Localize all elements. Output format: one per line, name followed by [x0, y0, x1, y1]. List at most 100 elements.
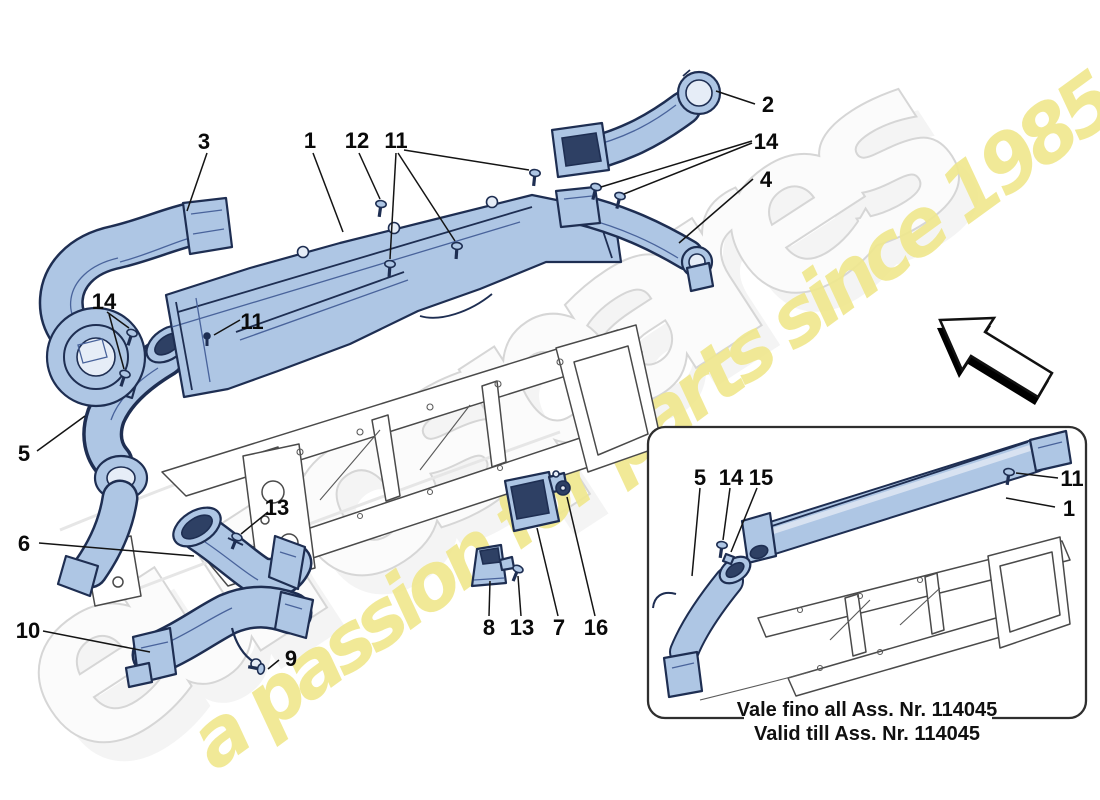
callout-10: 10 — [16, 618, 40, 643]
inset-leader-lines — [691, 472, 1059, 577]
callout-16: 16 — [584, 615, 608, 640]
grommet-16 — [555, 480, 571, 496]
duct-10-footwell — [124, 585, 315, 689]
frame-pillar-window — [573, 345, 649, 456]
callout-11: 11 — [1060, 466, 1083, 491]
callout-5: 5 — [694, 465, 706, 490]
leader-3 — [186, 152, 208, 212]
callout-13: 13 — [510, 615, 534, 640]
leader-8 — [488, 580, 491, 617]
callout-5: 5 — [18, 441, 30, 466]
frame-bolt — [494, 380, 502, 388]
leader-lines — [36, 90, 756, 670]
caption-background — [744, 700, 992, 746]
detail-inset: 5 14 15 11 1 Vale fino all Ass. Nr. 1140… — [646, 425, 1088, 746]
screw-11 — [526, 167, 543, 189]
leader-1 — [1005, 497, 1056, 508]
leader-1 — [312, 152, 344, 233]
frame-crossmember — [481, 380, 507, 468]
callout-6: 6 — [18, 531, 30, 556]
leader-2 — [715, 90, 756, 105]
leader-14 — [722, 487, 731, 541]
leader-5 — [36, 415, 86, 452]
leader-11 — [403, 149, 530, 171]
leader-5 — [691, 487, 701, 577]
duct-6-central — [172, 506, 313, 599]
duct-2-right-vent — [550, 69, 722, 179]
dashboard-frame — [59, 324, 663, 607]
leader-12 — [358, 152, 381, 200]
frame-bolt — [426, 403, 434, 411]
leader-11 — [213, 319, 241, 336]
frame-brace — [419, 404, 471, 471]
frame-bolt — [356, 428, 364, 436]
duct-1-mount-ear — [485, 195, 499, 209]
duct-1-mount-ear — [387, 221, 401, 235]
duct-8-bracket — [470, 543, 516, 588]
duct-parts — [38, 69, 722, 689]
duct-6-outlet — [267, 534, 307, 591]
callout-3: 3 — [198, 129, 210, 154]
callout-14: 14 — [92, 289, 117, 314]
callout-1: 1 — [1063, 496, 1075, 521]
leader-15 — [730, 487, 758, 553]
clip-15 — [721, 552, 736, 566]
leader-14 — [623, 142, 753, 195]
frame-hole — [260, 515, 270, 525]
callout-9: 9 — [285, 646, 297, 671]
callout-14: 14 — [754, 129, 779, 154]
leader-14 — [108, 313, 125, 370]
frame-hole — [112, 576, 124, 588]
callout-1: 1 — [304, 128, 316, 153]
leader-10 — [42, 630, 151, 653]
callout-13: 13 — [265, 495, 289, 520]
frame-bolt — [356, 512, 364, 520]
inset-duct-1 — [740, 429, 1073, 565]
inset-duct-5 — [652, 555, 752, 699]
inset-caption-english: Valid till Ass. Nr. 114045 — [754, 723, 980, 745]
inset-caption-italian: Vale fino all Ass. Nr. 114045 — [737, 699, 998, 721]
frame-bolt — [296, 448, 304, 456]
duct-3-outlet — [181, 196, 234, 256]
leader-9 — [267, 659, 280, 670]
callout-14: 14 — [719, 465, 744, 490]
frame-bolt — [556, 358, 564, 366]
nav-arrow — [937, 316, 1054, 405]
callout-12: 12 — [345, 128, 369, 153]
callout-11: 11 — [240, 309, 263, 334]
duct-4-right-vent — [554, 185, 715, 293]
leader-14 — [106, 311, 130, 329]
leader-11 — [1015, 472, 1059, 479]
leader-6 — [38, 542, 195, 557]
callout-7: 7 — [553, 615, 565, 640]
frame-brace — [319, 429, 381, 501]
frame-hole — [261, 480, 285, 504]
duct-10-outlet — [273, 590, 315, 640]
leader-14 — [600, 140, 753, 188]
callout-8: 8 — [483, 615, 495, 640]
frame-bolt — [426, 488, 434, 496]
callout-11: 11 — [384, 128, 407, 153]
inset-frame — [699, 536, 1071, 701]
nav-arrow-icon — [938, 316, 1054, 399]
leader-13 — [240, 511, 269, 535]
callout-4: 4 — [760, 167, 773, 192]
duct-1-dashboard-demister — [164, 193, 623, 399]
leader-11 — [389, 152, 397, 260]
frame-crossmember — [371, 414, 401, 502]
leader-4 — [678, 178, 754, 244]
callout-2: 2 — [762, 92, 774, 117]
leader-13 — [517, 575, 522, 617]
callout-15: 15 — [749, 465, 773, 490]
duct-5-outlet — [56, 554, 100, 598]
leader-7 — [536, 527, 559, 617]
callout-labels: 3 1 12 11 2 14 4 14 11 5 6 13 10 9 8 13 … — [16, 92, 779, 671]
screw-12 — [372, 198, 389, 220]
leader-16 — [566, 496, 596, 617]
frame-bolt — [496, 464, 504, 472]
leader-11 — [397, 152, 456, 242]
duct-3-side-demister — [38, 196, 234, 408]
inset-callout-labels: 5 14 15 11 1 — [694, 465, 1084, 521]
